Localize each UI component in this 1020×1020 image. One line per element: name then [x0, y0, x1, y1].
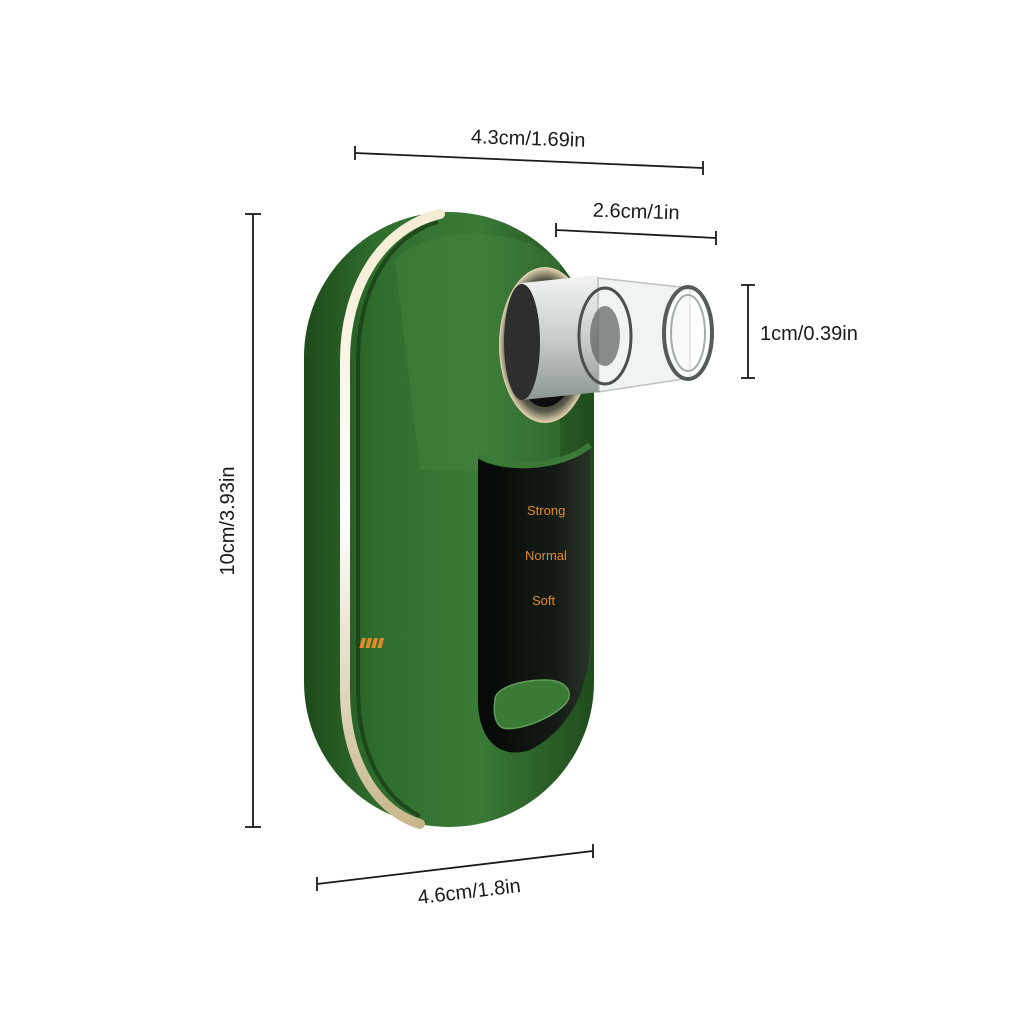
panel-edge	[476, 442, 592, 469]
rim-shadow	[356, 220, 439, 818]
dimension-label-bottom-width: 4.6cm/1.8in	[417, 875, 522, 909]
collar-end	[504, 284, 540, 400]
dimension-label-height: 10cm/3.93in	[217, 467, 239, 576]
dimension-label-nozzle-length: 2.6cm/1in	[593, 200, 680, 225]
dimension-label-top-width: 4.3cm/1.69in	[471, 126, 586, 152]
dimension-bottom-width: 4.6cm/1.8in	[316, 844, 594, 909]
chrome-rim	[340, 209, 445, 829]
nozzle-rim-inner	[670, 294, 706, 372]
power-button[interactable]	[493, 679, 570, 730]
inner-tube-hole	[590, 306, 620, 366]
mode-label-normal: Normal	[525, 548, 567, 563]
nozzle-rim	[662, 285, 714, 381]
control-panel	[478, 445, 590, 753]
mode-label-strong: Strong	[527, 503, 565, 518]
dimension-top-width: 4.3cm/1.69in	[354, 126, 704, 175]
suction-nozzle	[504, 275, 714, 400]
dimension-height: 10cm/3.93in	[217, 213, 261, 828]
inner-tube-ring	[577, 286, 633, 386]
mode-label-soft: Soft	[532, 593, 556, 608]
dimension-label-nozzle-diameter: 1cm/0.39in	[760, 323, 858, 345]
dimension-nozzle-diameter: 1cm/0.39in	[741, 284, 858, 379]
dimension-nozzle-length: 2.6cm/1in	[555, 200, 717, 245]
battery-icon	[359, 638, 385, 648]
